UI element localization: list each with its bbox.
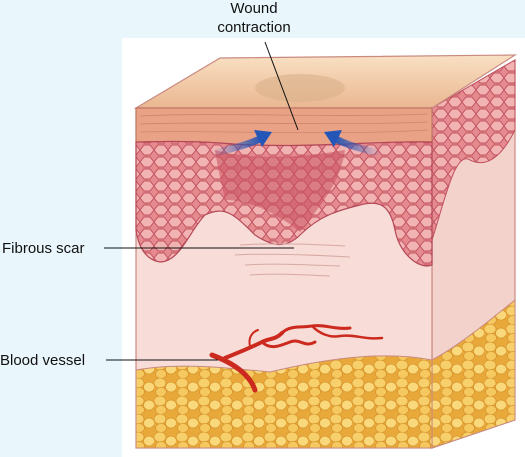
fibrous-scar-label: Fibrous scar	[2, 240, 85, 257]
scab-stain	[255, 74, 345, 102]
blood-vessel-label: Blood vessel	[0, 352, 85, 369]
wound-contraction-label-line1: Wound	[230, 0, 277, 17]
wound-leader-line	[264, 41, 299, 131]
fibrous-band	[135, 107, 433, 147]
arrow-right-up-icon	[214, 130, 272, 156]
side-epidermis	[431, 59, 516, 241]
side-fat	[431, 298, 516, 449]
fibrous-scar-lines	[234, 243, 351, 277]
wound-centre	[215, 150, 345, 232]
blood-vessel	[209, 324, 384, 393]
fat-layer	[135, 355, 433, 449]
band-striations	[139, 113, 429, 134]
arrow-left-up-icon	[324, 130, 379, 156]
wound-contraction-label-line2: contraction	[217, 19, 290, 36]
